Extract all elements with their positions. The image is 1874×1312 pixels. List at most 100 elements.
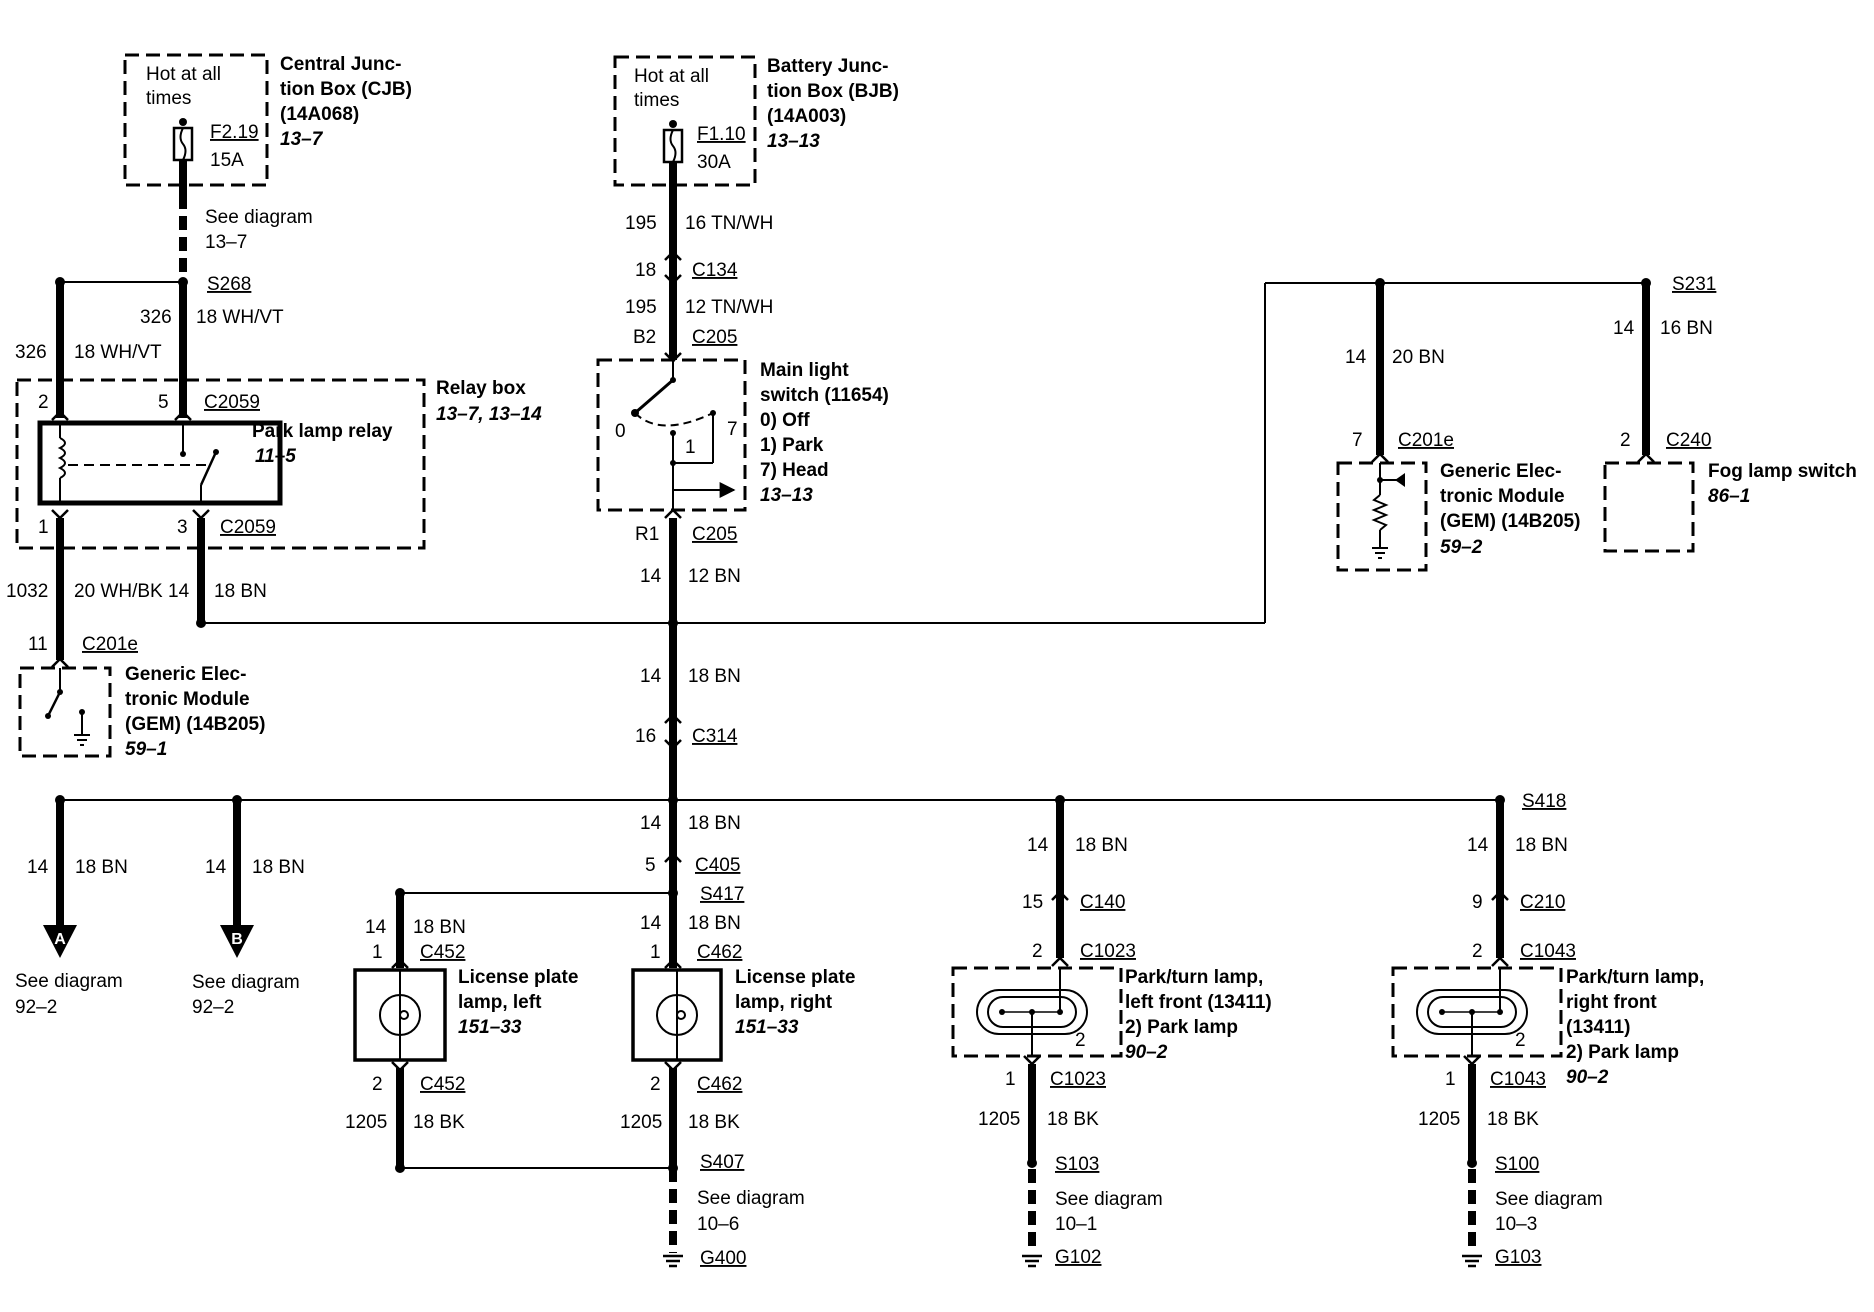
- park-right-w-label: 18 BN: [1515, 835, 1568, 856]
- bjb-hot-0-label: Hot at all: [634, 66, 709, 87]
- center-lower-c14-label: 14: [640, 813, 662, 834]
- bjb-fuse-1-label: 30A: [697, 152, 731, 173]
- main-switch-pos1-label: 1: [685, 437, 696, 458]
- cjb-wire-left-wire-label: 18 WH/VT: [74, 342, 162, 363]
- lic-right-w-label: 18 BN: [688, 913, 741, 934]
- bjb-title-0-label: Battery Junc-: [767, 56, 888, 77]
- cjb-feed-wire: See diagram 13–7 S268 326 18 WH/VT 326 1…: [15, 160, 313, 418]
- right-top-gem-title-2-label: (GEM) (14B205): [1440, 511, 1580, 532]
- relay-box-conn-top-label: C2059: [204, 392, 260, 413]
- relay-box-pin5-label: 5: [158, 392, 169, 413]
- center-feed-wire: 14 18 BN 16 C314: [635, 666, 741, 805]
- right-top-fog-w-label: 16 BN: [1660, 318, 1713, 339]
- park-left-pin15-label: 15: [1022, 892, 1043, 913]
- relay-box-pin3-label: 3: [177, 517, 188, 538]
- park-right-pin9-label: 9: [1472, 892, 1483, 913]
- park-right-inner2-label: 2: [1515, 1030, 1526, 1051]
- main-switch-pos0-label: 0: [615, 421, 626, 442]
- park-right-pin2-label: 2: [1472, 941, 1483, 962]
- park-left-title-2-label: 2) Park lamp: [1125, 1017, 1238, 1038]
- right-top-gem-c14-label: 14: [1345, 347, 1367, 368]
- park-right-ground-label: G103: [1495, 1247, 1541, 1268]
- lic-left-title-0-label: License plate: [458, 967, 578, 988]
- branch-a: 14 18 BN A See diagram 92–2: [15, 800, 128, 1018]
- right-top-fog-pin-label: 2: [1620, 430, 1631, 451]
- bjb-hot-1-label: times: [634, 90, 679, 111]
- park-left-ground-label: G102: [1055, 1247, 1101, 1268]
- bjb-wire-c195a-label: 195: [625, 213, 657, 234]
- lic-right-pin1-label: 1: [650, 942, 661, 963]
- bjb-wire-b2-label: B2: [633, 327, 656, 348]
- right-top-branch: S231 14 20 BN 14 16 BN 7 C201e 2 C240: [1345, 274, 1716, 463]
- center-lower-s417-label: S417: [700, 884, 744, 905]
- lic-left-conn-bot-label: C452: [420, 1074, 465, 1095]
- bjb-fuse-0-label: F1.10: [697, 124, 746, 145]
- bjb-wire-c134-label: C134: [692, 260, 738, 281]
- main-switch-title-1-label: switch (11654): [760, 385, 889, 406]
- main-switch-title-0-label: Main light: [760, 360, 849, 381]
- main-switch-c205-label: C205: [692, 524, 737, 545]
- gem-module-left: 11 C201e Generic Elec- tronic Module (GE…: [18, 634, 265, 760]
- lic-right-wb-label: 18 BK: [688, 1112, 740, 1133]
- park-right-see-1-label: 10–3: [1495, 1214, 1537, 1235]
- right-top-gem-w-label: 20 BN: [1392, 347, 1445, 368]
- bjb-ref-label: 13–13: [767, 131, 820, 152]
- lic-right-c1205-label: 1205: [620, 1112, 662, 1133]
- gem-left-title-2-label: (GEM) (14B205): [125, 714, 265, 735]
- lic-right-c14-label: 14: [640, 913, 662, 934]
- lic-left-c1205-label: 1205: [345, 1112, 387, 1133]
- park-right-c14-label: 14: [1467, 835, 1489, 856]
- park-left-title-0-label: Park/turn lamp,: [1125, 967, 1263, 988]
- relay-box-relay-ref-label: 11–5: [255, 446, 296, 467]
- relay-box-conn-bottom-label: C2059: [220, 517, 276, 538]
- main-switch-positions-1-label: 1) Park: [760, 435, 824, 456]
- park-left-title-1-label: left front (13411): [1125, 992, 1272, 1013]
- park-left-pin1-label: 1: [1005, 1069, 1016, 1090]
- park-left-c1205-label: 1205: [978, 1109, 1020, 1130]
- park-left-conn-top-label: C1023: [1080, 941, 1136, 962]
- park-left-see-1-label: 10–1: [1055, 1214, 1097, 1235]
- park-left-w-label: 18 BN: [1075, 835, 1128, 856]
- cjb-fuse-1-label: 15A: [210, 150, 244, 171]
- lic-right-pin2-label: 2: [650, 1074, 661, 1095]
- cjb-hot-1-label: times: [146, 88, 191, 109]
- main-light-switch: 0 1 7 Main light switch (11654) 0) Off 1…: [596, 358, 889, 800]
- park-right-wb-label: 18 BK: [1487, 1109, 1539, 1130]
- main-switch-w14-label: 12 BN: [688, 566, 741, 587]
- branch-b: 14 18 BN B See diagram 92–2: [192, 800, 305, 1018]
- relay-box-pin2-label: 2: [38, 392, 49, 413]
- lic-left-pin2-label: 2: [372, 1074, 383, 1095]
- gem-left-title-0-label: Generic Elec-: [125, 664, 246, 685]
- lic-left-pin1-label: 1: [372, 942, 383, 963]
- center-feed-w14-label: 18 BN: [688, 666, 741, 687]
- lic-left-wb-label: 18 BK: [413, 1112, 465, 1133]
- lic-left-conn-top-label: C452: [420, 942, 465, 963]
- park-left-ref-label: 90–2: [1125, 1042, 1168, 1063]
- bjb-wire-pin18-label: 18: [635, 260, 656, 281]
- relay-box-pin1-label: 1: [38, 517, 49, 538]
- park-right-title-0-label: Park/turn lamp,: [1566, 967, 1704, 988]
- park-right-splice-top-label: S418: [1522, 791, 1566, 812]
- license-plate-lamp-right: 14 18 BN 1 C462 License plate lamp, righ…: [620, 913, 855, 1269]
- branch-b-letter-label: B: [231, 931, 243, 948]
- lic-right-splice-label: S407: [700, 1152, 744, 1173]
- branch-a-w-label: 18 BN: [75, 857, 128, 878]
- lic-right-ref-label: 151–33: [735, 1017, 799, 1038]
- center-feed-pin16-label: 16: [635, 726, 656, 747]
- right-top-gem-pin-label: 7: [1352, 430, 1363, 451]
- branch-a-see-0-label: See diagram: [15, 971, 123, 992]
- bjb-wire-c205-label: C205: [692, 327, 737, 348]
- cjb-wire-see-1-label: 13–7: [205, 232, 247, 253]
- park-left-pin2-label: 2: [1032, 941, 1043, 962]
- main-switch-c14-label: 14: [640, 566, 662, 587]
- gem-module-right: Generic Elec- tronic Module (GEM) (14B20…: [1336, 461, 1580, 572]
- park-right-c1205-label: 1205: [1418, 1109, 1460, 1130]
- cjb-ref-label: 13–7: [280, 129, 324, 150]
- right-top-fog-c14-label: 14: [1613, 318, 1635, 339]
- cjb-wire-left-circuit-label: 326: [15, 342, 47, 363]
- lic-right-title-1-label: lamp, right: [735, 992, 833, 1013]
- right-top-gem-ref-label: 59–2: [1440, 537, 1483, 558]
- right-top-gem-conn-label: C201e: [1398, 430, 1454, 451]
- park-right-title-3-label: 2) Park lamp: [1566, 1042, 1679, 1063]
- main-switch-positions-2-label: 7) Head: [760, 460, 829, 481]
